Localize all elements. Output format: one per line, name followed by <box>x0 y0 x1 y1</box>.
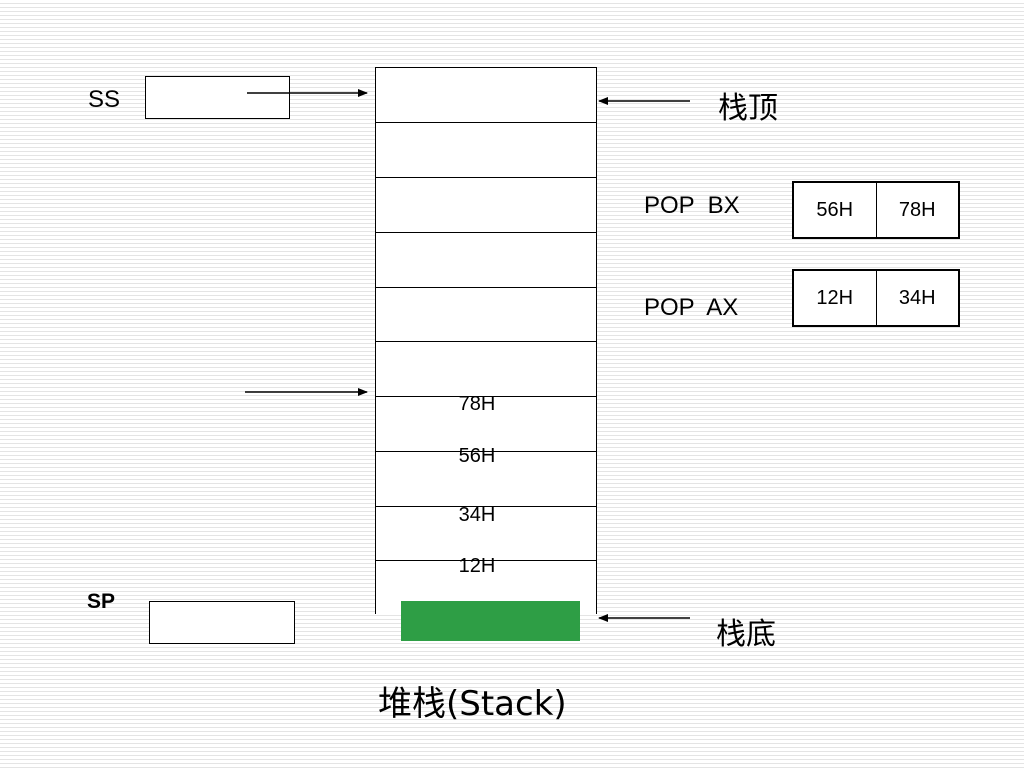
stack-cell-value: 78H <box>458 393 496 415</box>
stack-top-label: 栈顶 <box>718 91 778 126</box>
ss-register-box <box>145 76 290 119</box>
ss-label: SS <box>88 86 121 113</box>
ax-register: 12H 34H <box>792 269 960 327</box>
sp-label: SP <box>87 590 116 613</box>
stack-divider <box>376 560 596 561</box>
stack-divider <box>376 396 596 397</box>
stack-divider <box>376 506 596 507</box>
ax-low-byte: 34H <box>898 287 936 309</box>
stack-divider <box>376 287 596 288</box>
stack-column <box>375 67 597 614</box>
bx-register: 56H 78H <box>792 181 960 239</box>
stack-cell-value: 34H <box>458 504 496 526</box>
sp-register-box <box>149 601 295 644</box>
stack-cell-value: 12H <box>458 555 496 577</box>
pop-ax-instruction: POP AX <box>644 294 739 321</box>
stack-divider <box>376 177 596 178</box>
stack-divider <box>376 122 596 123</box>
diagram-title: 堆栈(Stack) <box>378 684 567 724</box>
stack-divider <box>376 232 596 233</box>
stack-divider <box>376 451 596 452</box>
ax-high-byte: 12H <box>794 271 877 325</box>
pop-bx-instruction: POP BX <box>644 192 740 219</box>
bx-low-byte: 78H <box>898 198 936 221</box>
stack-bottom-block <box>401 601 580 641</box>
stack-bottom-label: 栈底 <box>716 617 776 652</box>
stack-divider <box>376 341 596 342</box>
bx-high-byte: 56H <box>794 183 877 237</box>
stack-cell-value: 56H <box>458 445 496 467</box>
